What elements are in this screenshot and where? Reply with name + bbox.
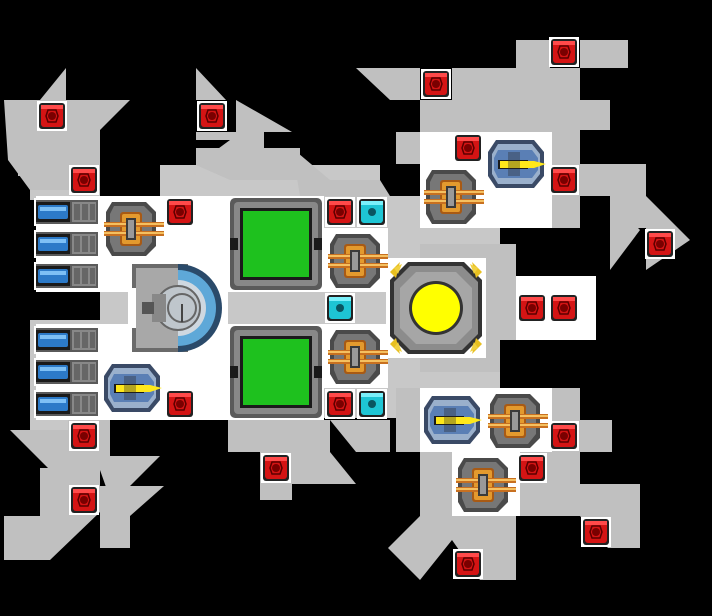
- yellow-laser-turret-icon: [484, 136, 548, 192]
- red-armor-block-icon: [68, 420, 100, 452]
- yellow-laser-turret-icon: [100, 360, 164, 416]
- red-armor-block-icon: [260, 452, 292, 484]
- thruster-group-lower: [34, 326, 100, 418]
- cyan-shield-node-icon: [325, 293, 355, 323]
- red-armor-block-icon: [644, 228, 676, 260]
- red-armor-block-icon: [420, 68, 452, 100]
- blue-thruster-icon: [34, 230, 100, 258]
- red-armor-block-icon: [548, 164, 580, 196]
- orange-cannon-turret-icon: [420, 164, 484, 228]
- red-armor-block-icon: [452, 132, 484, 164]
- blue-thruster-icon: [34, 358, 100, 386]
- blue-thruster-icon: [34, 326, 100, 354]
- red-armor-block-icon: [68, 484, 100, 516]
- red-armor-block-icon: [452, 548, 484, 580]
- red-armor-block-icon: [36, 100, 68, 132]
- blue-thruster-icon: [34, 198, 100, 226]
- green-cargo-bay-icon: [228, 324, 324, 420]
- red-armor-block-icon: [580, 516, 612, 548]
- thruster-group-upper: [34, 198, 100, 290]
- red-armor-block-icon: [196, 100, 228, 132]
- orange-cannon-turret-icon: [324, 228, 388, 292]
- orange-cannon-turret-icon: [324, 324, 388, 388]
- red-armor-block-icon: [68, 164, 100, 196]
- red-armor-block-icon: [516, 292, 548, 324]
- yellow-laser-turret-icon: [420, 392, 484, 448]
- blue-thruster-icon: [34, 262, 100, 290]
- red-armor-block-icon: [324, 388, 356, 420]
- command-module-icon: [128, 260, 228, 356]
- orange-cannon-turret-icon: [484, 388, 548, 452]
- red-armor-block-icon: [164, 196, 196, 228]
- green-cargo-bay-icon: [228, 196, 324, 292]
- red-armor-block-icon: [548, 292, 580, 324]
- cyan-shield-node-icon: [357, 389, 387, 419]
- red-armor-block-icon: [324, 196, 356, 228]
- red-armor-block-icon: [516, 452, 548, 484]
- red-armor-block-icon: [164, 388, 196, 420]
- red-armor-block-icon: [548, 36, 580, 68]
- blue-thruster-icon: [34, 390, 100, 418]
- cyan-shield-node-icon: [357, 197, 387, 227]
- orange-cannon-turret-icon: [452, 452, 516, 516]
- orange-cannon-turret-icon: [100, 196, 164, 260]
- yellow-reactor-core-icon: [386, 258, 486, 358]
- red-armor-block-icon: [548, 420, 580, 452]
